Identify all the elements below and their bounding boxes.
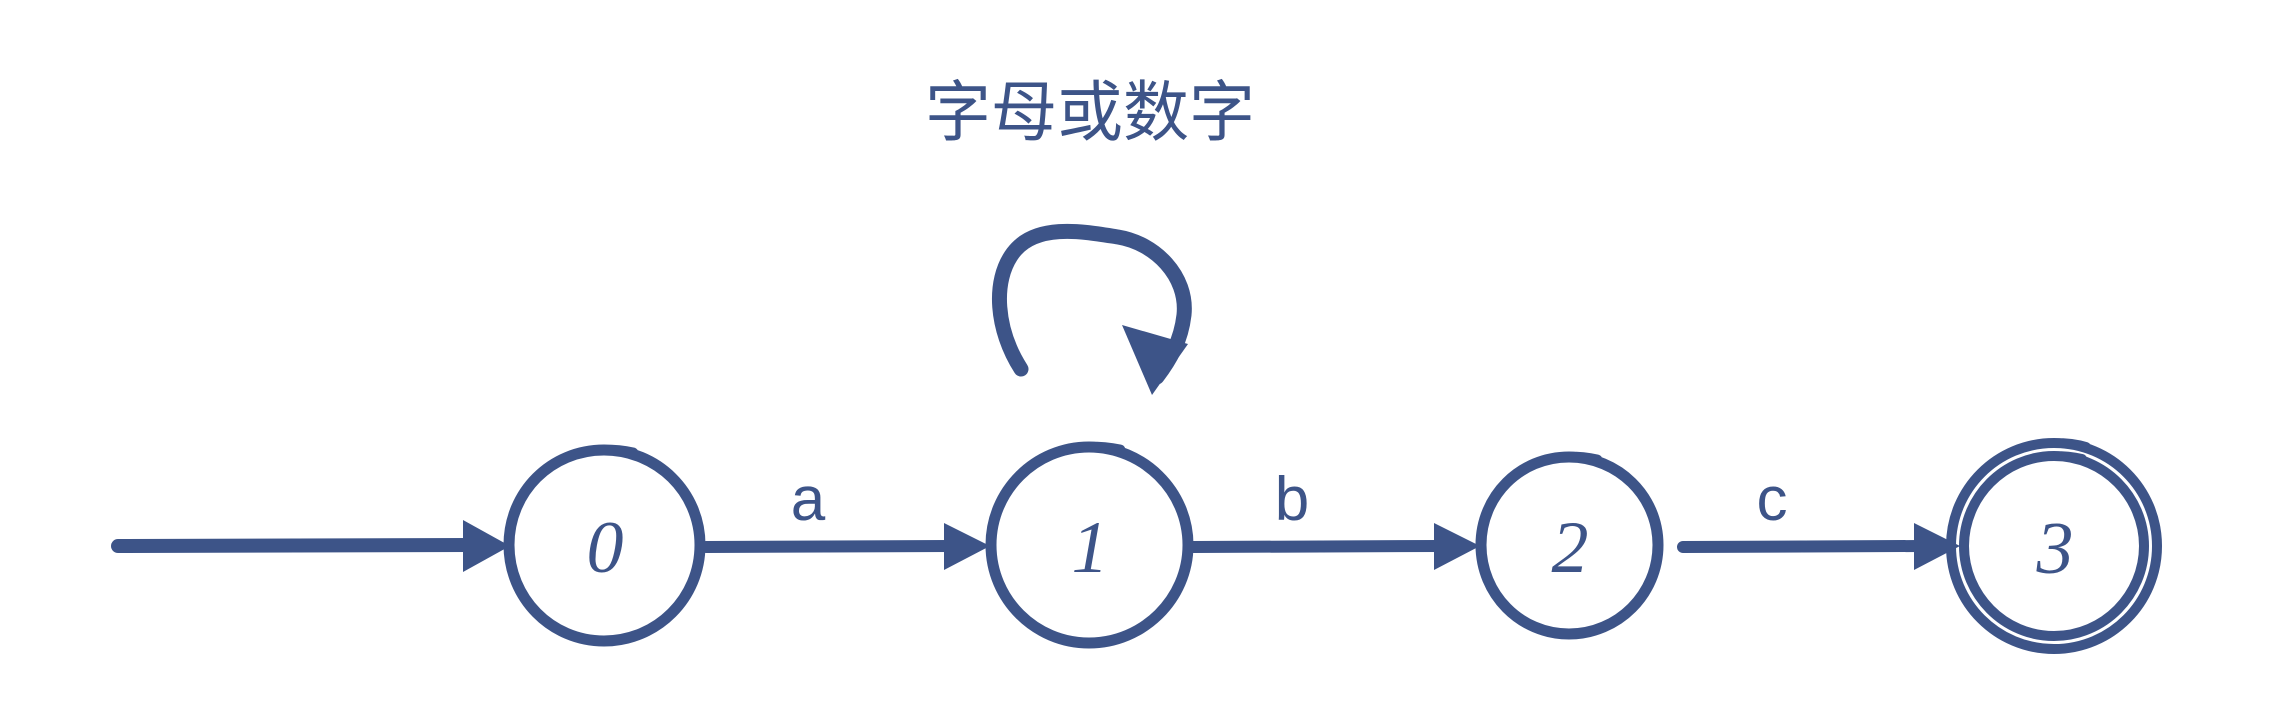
- self-loop-arrowhead: [1122, 325, 1188, 395]
- state-0-circle: [503, 444, 706, 647]
- transition-1-to-2[interactable]: b: [1187, 465, 1480, 570]
- state-node-0[interactable]: 0: [503, 444, 706, 647]
- transition-1-to-2-line: [1187, 540, 1446, 553]
- state-node-2[interactable]: 2: [1475, 451, 1664, 640]
- self-loop-arc: [991, 223, 1192, 385]
- state-1-circle: [985, 441, 1194, 649]
- transition-0-to-1[interactable]: a: [700, 465, 990, 570]
- initial-state-arrow: [111, 520, 510, 572]
- state-2-label: 2: [1552, 507, 1589, 589]
- transition-1-to-2-label: b: [1275, 465, 1309, 534]
- state-0-label: 0: [587, 507, 624, 589]
- state-node-1[interactable]: 1: [985, 441, 1194, 649]
- state-node-3[interactable]: 3: [1946, 438, 2162, 654]
- self-loop-label: 字母或数字: [925, 75, 1255, 149]
- state-3-outer-circle: [1946, 438, 2162, 654]
- transition-2-to-3-arrowhead: [1914, 523, 1960, 570]
- state-2-circle: [1475, 451, 1664, 640]
- initial-state-arrow-line: [111, 538, 477, 553]
- transition-2-to-3-line: [1677, 540, 1926, 553]
- transition-0-to-1-arrowhead: [944, 523, 990, 570]
- transition-0-to-1-line: [700, 540, 956, 553]
- state-3-inner-circle: [1959, 451, 2149, 641]
- self-loop-state-1: [991, 223, 1192, 395]
- transition-2-to-3-label: c: [1757, 465, 1788, 534]
- transition-1-to-2-arrowhead: [1434, 523, 1480, 570]
- transition-2-to-3[interactable]: c: [1677, 465, 1960, 570]
- transition-0-to-1-label: a: [791, 465, 826, 534]
- initial-state-arrowhead: [463, 520, 510, 572]
- state-3-label: 3: [2036, 508, 2074, 590]
- state-1-label: 1: [1072, 507, 1109, 589]
